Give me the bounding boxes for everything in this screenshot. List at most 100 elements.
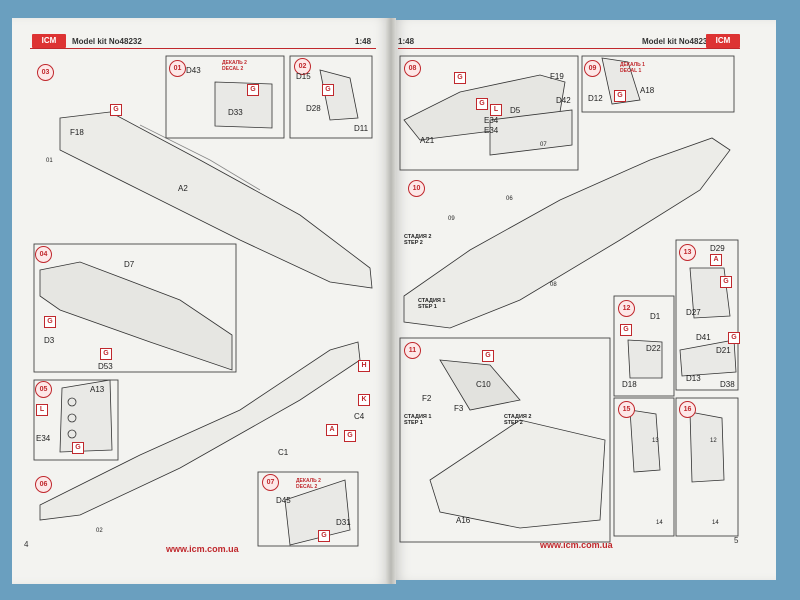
- step-13: 13: [679, 244, 696, 261]
- part-a16: A16: [456, 516, 471, 525]
- color-tag-g: G: [322, 84, 334, 96]
- color-tag-g: G: [72, 442, 84, 454]
- color-tag-g: G: [720, 276, 732, 288]
- website-right[interactable]: www.icm.com.ua: [540, 540, 613, 550]
- part-d3: D3: [44, 336, 55, 345]
- sub-06: 06: [506, 196, 513, 202]
- part-d1: D1: [650, 312, 661, 321]
- part-d45: D45: [276, 496, 291, 505]
- sub-step-02: 02: [96, 528, 103, 534]
- part-d29: D29: [710, 244, 725, 253]
- part-e34: E34: [36, 434, 51, 443]
- part-d21: D21: [716, 346, 731, 355]
- booklet-spine: [386, 18, 396, 584]
- color-tag-g: G: [620, 324, 632, 336]
- part-e34: E34: [484, 116, 499, 125]
- part-d28: D28: [306, 104, 321, 113]
- color-tag-h: H: [358, 360, 370, 372]
- part-d11: D11: [354, 124, 369, 133]
- stage-2-label: СТАДИЯ 2 STEP 2: [404, 234, 432, 246]
- part-a21: A21: [420, 136, 435, 145]
- part-a18: A18: [640, 86, 655, 95]
- color-tag-a: A: [326, 424, 338, 436]
- stage-2-label-11: СТАДИЯ 2 STEP 2: [504, 414, 532, 426]
- step-05: 05: [35, 381, 52, 398]
- part-c10: C10: [476, 380, 491, 389]
- page-number-right: 5: [734, 536, 739, 545]
- part-c1: C1: [278, 448, 289, 457]
- step-07: 07: [262, 474, 279, 491]
- icm-logo: ICM: [32, 34, 66, 48]
- stage-1-label: СТАДИЯ 1 STEP 1: [418, 298, 446, 310]
- color-tag-g: G: [614, 90, 626, 102]
- sub-13: 13: [652, 438, 659, 444]
- part-d41: D41: [696, 333, 711, 342]
- color-tag-g: G: [454, 72, 466, 84]
- color-tag-l: L: [36, 404, 48, 416]
- icm-logo-right: ICM: [706, 34, 740, 48]
- part-d5: D5: [510, 106, 521, 115]
- part-d33: D33: [228, 108, 243, 117]
- model-kit-number-left: Model kit No48232: [72, 37, 142, 46]
- color-tag-g: G: [344, 430, 356, 442]
- sub-12: 12: [710, 438, 717, 444]
- color-tag-g: G: [44, 316, 56, 328]
- part-f2: F2: [422, 394, 432, 403]
- step-01: 01: [169, 60, 186, 77]
- part-d12: D12: [588, 94, 603, 103]
- part-d18: D18: [622, 380, 637, 389]
- color-tag-g: G: [318, 530, 330, 542]
- sub-14-b: 14: [712, 520, 719, 526]
- color-tag-g: G: [728, 332, 740, 344]
- part-d53: D53: [98, 362, 113, 371]
- sub-09: 09: [448, 216, 455, 222]
- decal-note-7: ДЕКАЛЬ 2 DECAL 2: [296, 478, 321, 490]
- stage-1-label-11: СТАДИЯ 1 STEP 1: [404, 414, 432, 426]
- part-d42: D42: [556, 96, 571, 105]
- sub-07: 07: [540, 142, 547, 148]
- scale-right: 1:48: [398, 37, 415, 46]
- step-12: 12: [618, 300, 635, 317]
- page-number-left: 4: [24, 540, 29, 549]
- scale-left: 1:48: [355, 37, 372, 46]
- part-d38: D38: [720, 380, 735, 389]
- step-03: 03: [37, 64, 54, 81]
- color-tag-g: G: [100, 348, 112, 360]
- part-d31: D31: [336, 518, 351, 527]
- color-tag-a: A: [710, 254, 722, 266]
- part-a2: A2: [178, 184, 188, 193]
- color-tag-g: G: [110, 104, 122, 116]
- header-rule-left: [30, 48, 376, 49]
- step-02: 02: [294, 58, 311, 75]
- step-10: 10: [408, 180, 425, 197]
- part-d43: D43: [186, 66, 201, 75]
- color-tag-g: G: [482, 350, 494, 362]
- step-09: 09: [584, 60, 601, 77]
- step-11: 11: [404, 342, 421, 359]
- part-d22: D22: [646, 344, 661, 353]
- step-16: 16: [679, 401, 696, 418]
- part-c4: C4: [354, 412, 365, 421]
- color-tag-g: G: [247, 84, 259, 96]
- decal-note-9: ДЕКАЛЬ 1 DECAL 1: [620, 62, 645, 74]
- color-tag-l: L: [490, 104, 502, 116]
- sub-step-01: 01: [46, 158, 53, 164]
- step-08: 08: [404, 60, 421, 77]
- decal-note-1: ДЕКАЛЬ 2 DECAL 2: [222, 60, 247, 72]
- step-04: 04: [35, 246, 52, 263]
- part-f19: F19: [550, 72, 564, 81]
- part-f18: F18: [70, 128, 84, 137]
- model-kit-number-right: Model kit No48232: [642, 37, 712, 46]
- part-d15: D15: [296, 72, 311, 81]
- sub-14: 14: [656, 520, 663, 526]
- part-e34-b: E34: [484, 126, 499, 135]
- header-rule-right: [398, 48, 740, 49]
- step-15: 15: [618, 401, 635, 418]
- color-tag-g: G: [476, 98, 488, 110]
- part-a13: A13: [90, 385, 105, 394]
- website-left[interactable]: www.icm.com.ua: [166, 544, 239, 554]
- part-d13: D13: [686, 374, 701, 383]
- part-f3: F3: [454, 404, 464, 413]
